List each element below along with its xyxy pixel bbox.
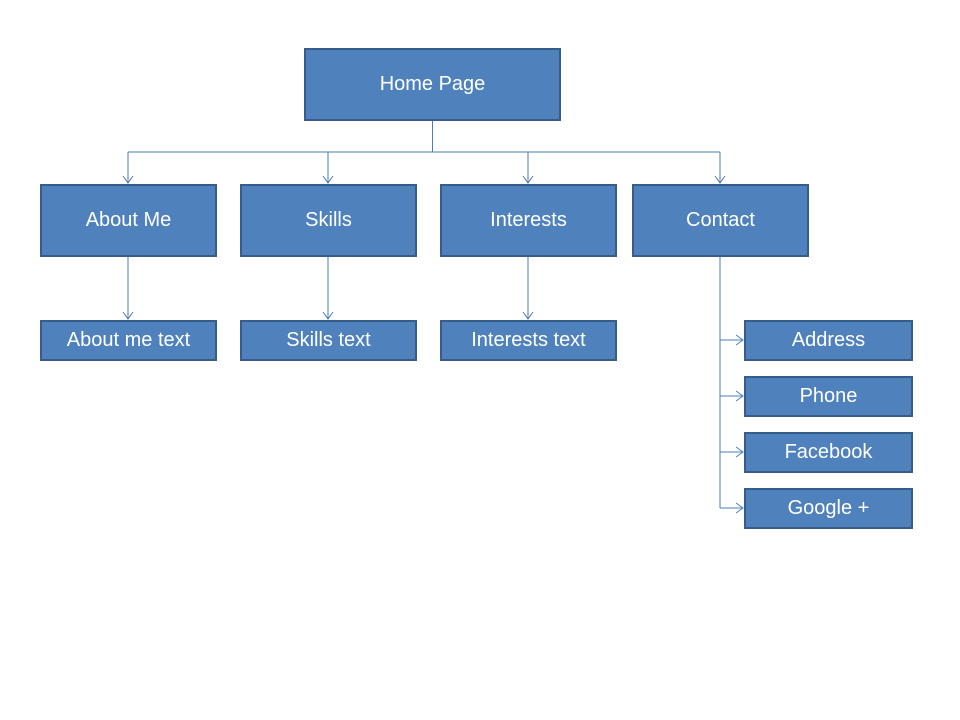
arrow-head-contact-item-1 [735,390,744,402]
arrow-head-section-2 [522,175,534,184]
node-contact: Contact [632,184,809,257]
node-skills: Skills [240,184,417,257]
arrow-head-section-0-child [122,311,134,320]
arrow-head-section-2-child [522,311,534,320]
node-interests: Interests [440,184,617,257]
node-interests-text: Interests text [440,320,617,361]
node-skills-text: Skills text [240,320,417,361]
node-about-me-text: About me text [40,320,217,361]
arrow-head-contact-item-3 [735,502,744,514]
arrow-head-section-1 [322,175,334,184]
arrow-head-section-1-child [322,311,334,320]
node-google-plus: Google + [744,488,913,529]
arrow-head-section-0 [122,175,134,184]
node-address: Address [744,320,913,361]
arrow-head-contact-item-2 [735,446,744,458]
node-home-page: Home Page [304,48,561,121]
node-phone: Phone [744,376,913,417]
arrow-head-contact-item-0 [735,334,744,346]
node-facebook: Facebook [744,432,913,473]
arrow-head-section-3 [714,175,726,184]
node-about-me: About Me [40,184,217,257]
